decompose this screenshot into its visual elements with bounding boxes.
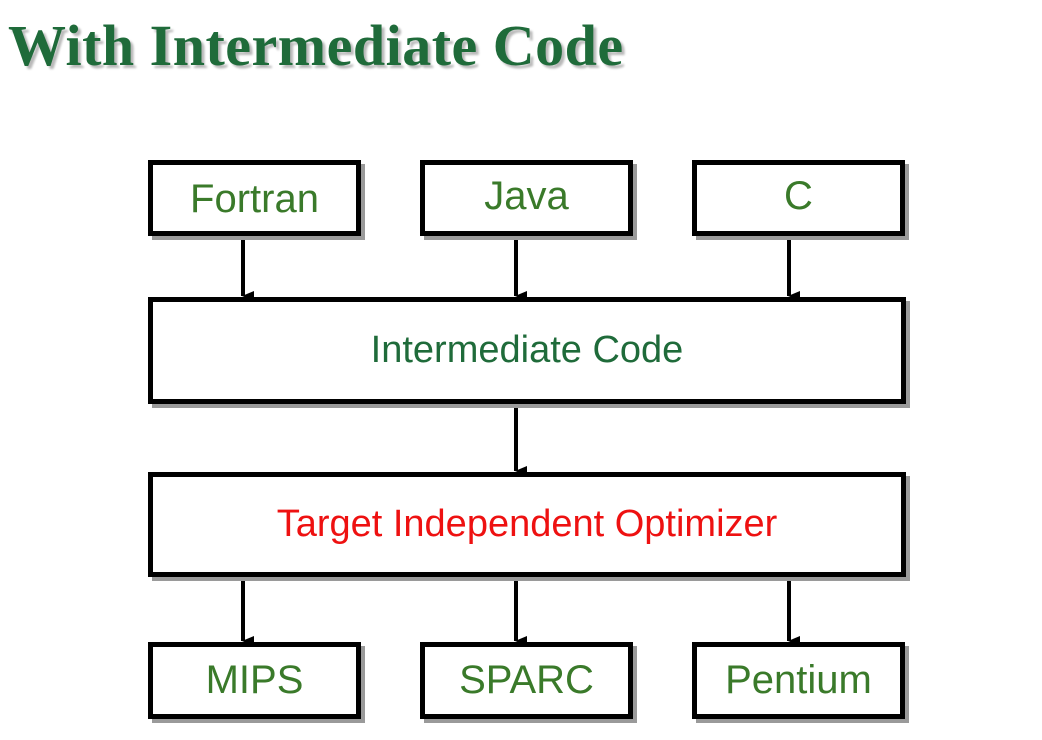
source-box-fortran: Fortran — [148, 160, 361, 236]
source-label-c: C — [784, 174, 813, 218]
optimizer-label: Target Independent Optimizer — [276, 503, 778, 545]
slide-title: With Intermediate Code — [8, 13, 624, 78]
source-label-fortran: Fortran — [190, 177, 319, 221]
optimizer-box: Target Independent Optimizer — [148, 472, 906, 577]
source-box-java: Java — [420, 160, 633, 236]
target-label-pentium: Pentium — [725, 658, 872, 702]
intermediate-code-label: Intermediate Code — [370, 329, 684, 371]
source-label-java: Java — [484, 174, 569, 218]
source-box-c: C — [692, 160, 905, 236]
target-box-sparc: SPARC — [420, 642, 633, 719]
target-label-mips: MIPS — [205, 658, 304, 702]
target-box-pentium: Pentium — [692, 642, 905, 719]
target-label-sparc: SPARC — [459, 658, 594, 702]
intermediate-code-box: Intermediate Code — [148, 297, 906, 404]
target-box-mips: MIPS — [148, 642, 361, 719]
